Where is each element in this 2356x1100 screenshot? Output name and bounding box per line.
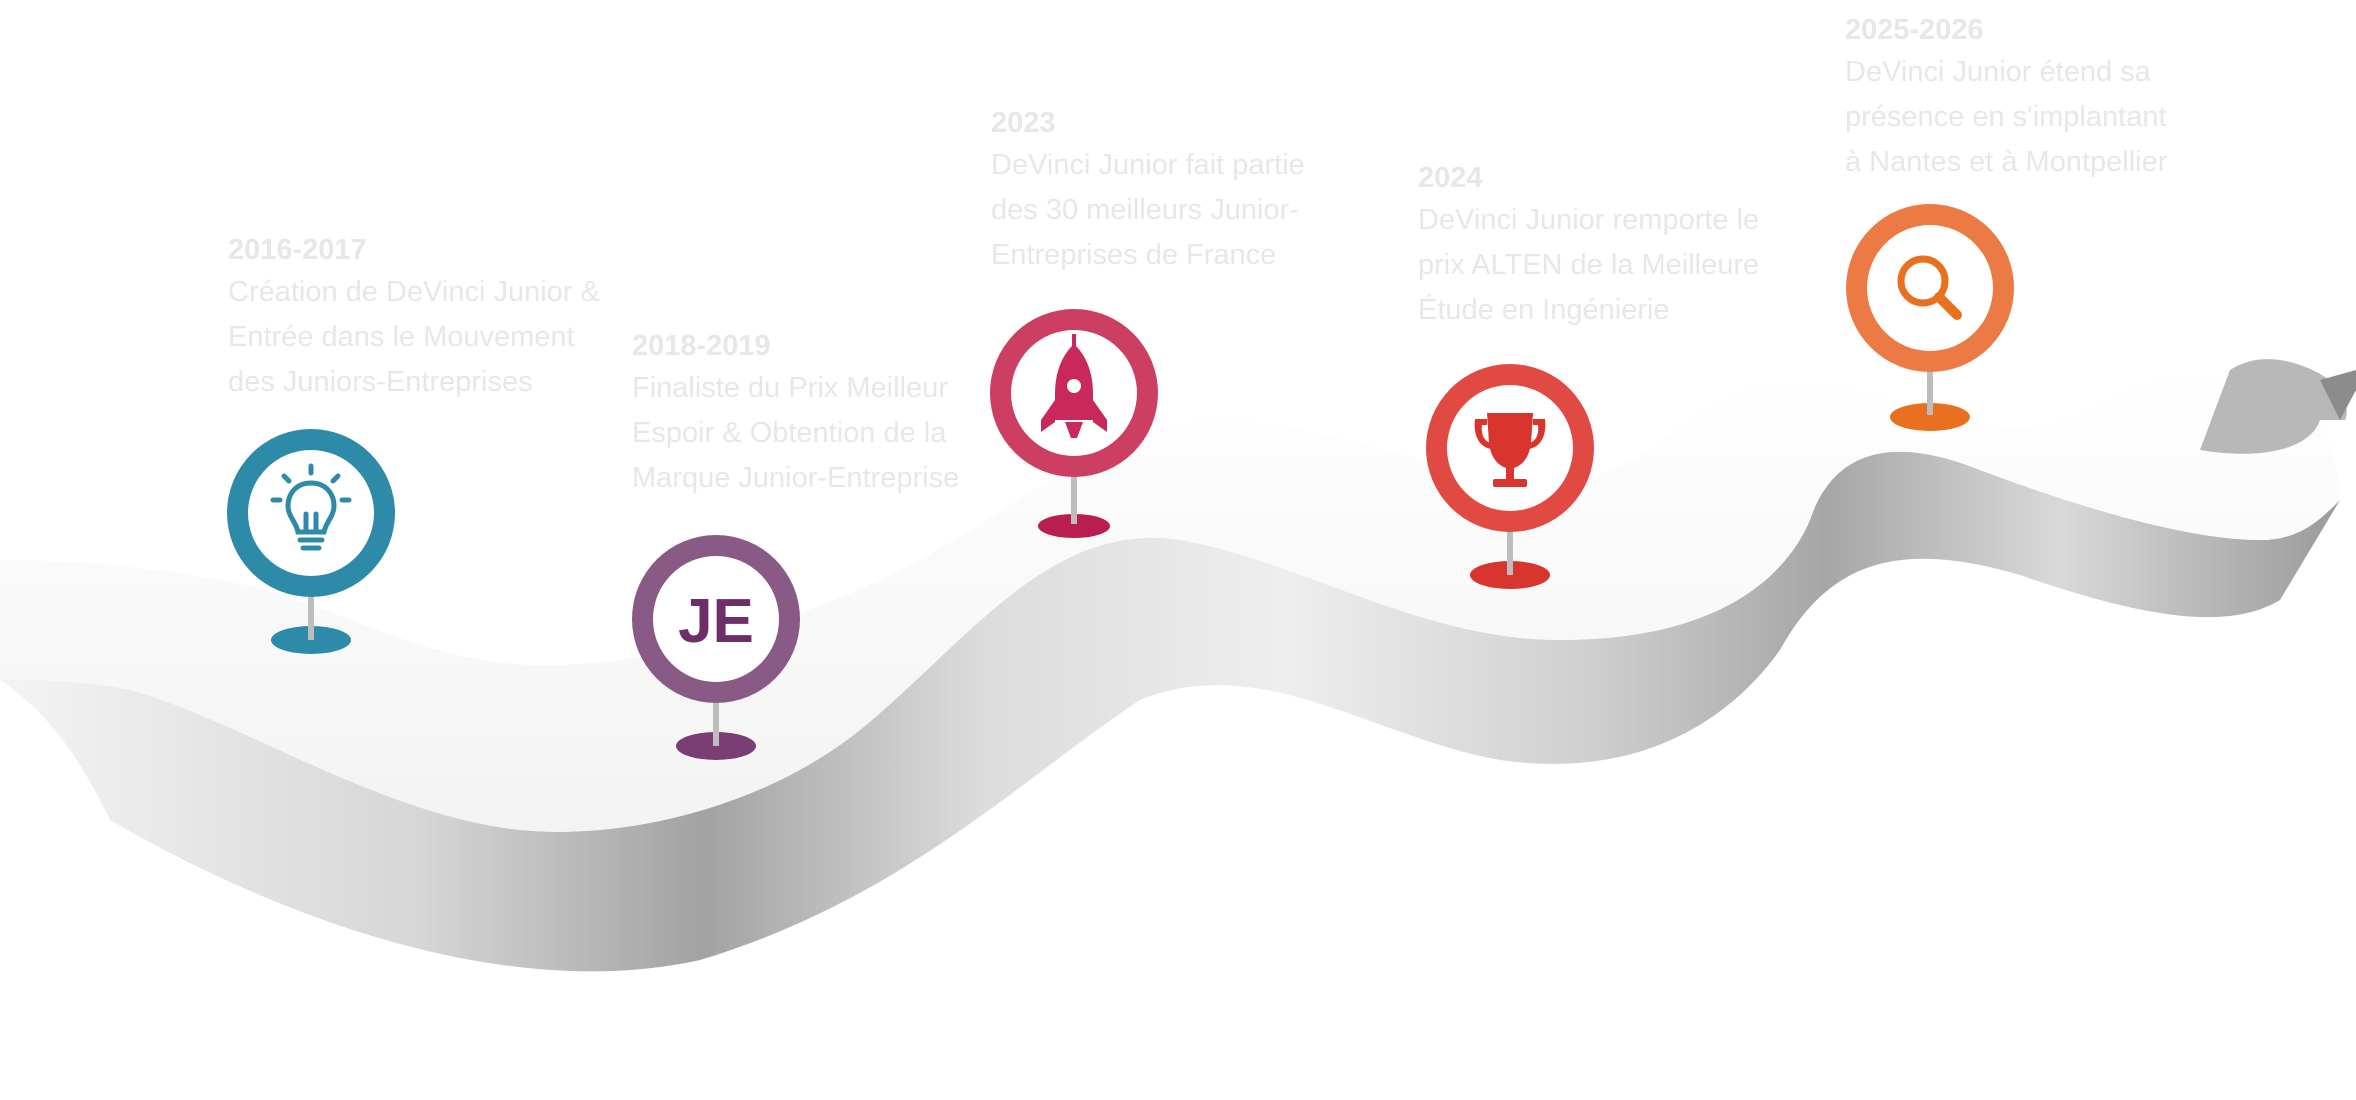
milestone-desc-line: à Nantes et à Montpellier bbox=[1845, 146, 2168, 178]
map-pin bbox=[226, 428, 396, 758]
milestone-desc-line: des Juniors-Entreprises bbox=[228, 366, 533, 398]
milestone-desc-line: Marque Junior-Entreprise bbox=[632, 462, 960, 494]
map-pin bbox=[1425, 363, 1595, 693]
milestone-desc-line: Étude en Ingénierie bbox=[1418, 294, 1670, 326]
pin-base bbox=[1890, 403, 1970, 431]
trophy-icon bbox=[1474, 413, 1546, 487]
milestone-desc-line: Création de DeVinci Junior & bbox=[228, 276, 600, 308]
milestone-desc-line: Espoir & Obtention de la bbox=[632, 417, 947, 449]
milestone-desc-line: DeVinci Junior étend sa bbox=[1845, 56, 2151, 88]
milestone-year: 2024 bbox=[1418, 162, 1483, 194]
milestone-text: 2023 DeVinci Junior fait partie des 30 m… bbox=[991, 103, 1371, 278]
map-pin: JE bbox=[631, 534, 801, 864]
milestone-desc-line: DeVinci Junior remporte le bbox=[1418, 204, 1760, 236]
milestone-year: 2018-2019 bbox=[632, 330, 771, 362]
je-logo-icon: JE bbox=[678, 587, 754, 656]
map-pin bbox=[1845, 203, 2015, 533]
pin-base bbox=[1038, 514, 1110, 538]
milestone-text: 2025-2026 DeVinci Junior étend sa présen… bbox=[1845, 10, 2225, 185]
milestone-year: 2023 bbox=[991, 107, 1056, 139]
rocket-icon bbox=[1041, 334, 1107, 438]
milestone-desc-line: des 30 meilleurs Junior- bbox=[991, 194, 1299, 226]
milestone-text: 2016-2017 Création de DeVinci Junior & E… bbox=[228, 230, 608, 405]
milestone-year: 2025-2026 bbox=[1845, 14, 1984, 46]
milestone-desc-line: Entreprises de France bbox=[991, 239, 1277, 271]
milestone-year: 2016-2017 bbox=[228, 234, 367, 266]
map-pin bbox=[989, 308, 1159, 638]
lightbulb-icon bbox=[270, 463, 352, 551]
magnifier-icon bbox=[1897, 255, 1962, 320]
milestone-text: 2018-2019 Finaliste du Prix Meilleur Esp… bbox=[632, 326, 1012, 501]
milestone-desc-line: présence en s'implantant bbox=[1845, 101, 2167, 133]
milestone-text: 2024 DeVinci Junior remporte le prix ALT… bbox=[1418, 158, 1798, 333]
milestone-desc-line: Entrée dans le Mouvement bbox=[228, 321, 575, 353]
milestone-desc-line: Finaliste du Prix Meilleur bbox=[632, 372, 948, 404]
milestone-desc-line: prix ALTEN de la Meilleure bbox=[1418, 249, 1760, 281]
milestone-desc-line: DeVinci Junior fait partie bbox=[991, 149, 1305, 181]
